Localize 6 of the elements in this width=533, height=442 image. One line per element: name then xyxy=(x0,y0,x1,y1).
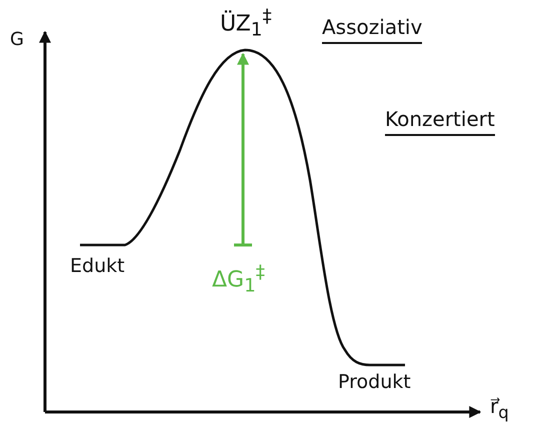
axis-label: r⃗$_{q}$ xyxy=(490,395,509,422)
heading: Konzertiert xyxy=(385,108,495,136)
curve-label: Edukt xyxy=(70,256,125,278)
curve-label: Produkt xyxy=(338,372,411,394)
heading: Assoziativ xyxy=(322,16,422,44)
axis-label: G xyxy=(10,30,24,51)
